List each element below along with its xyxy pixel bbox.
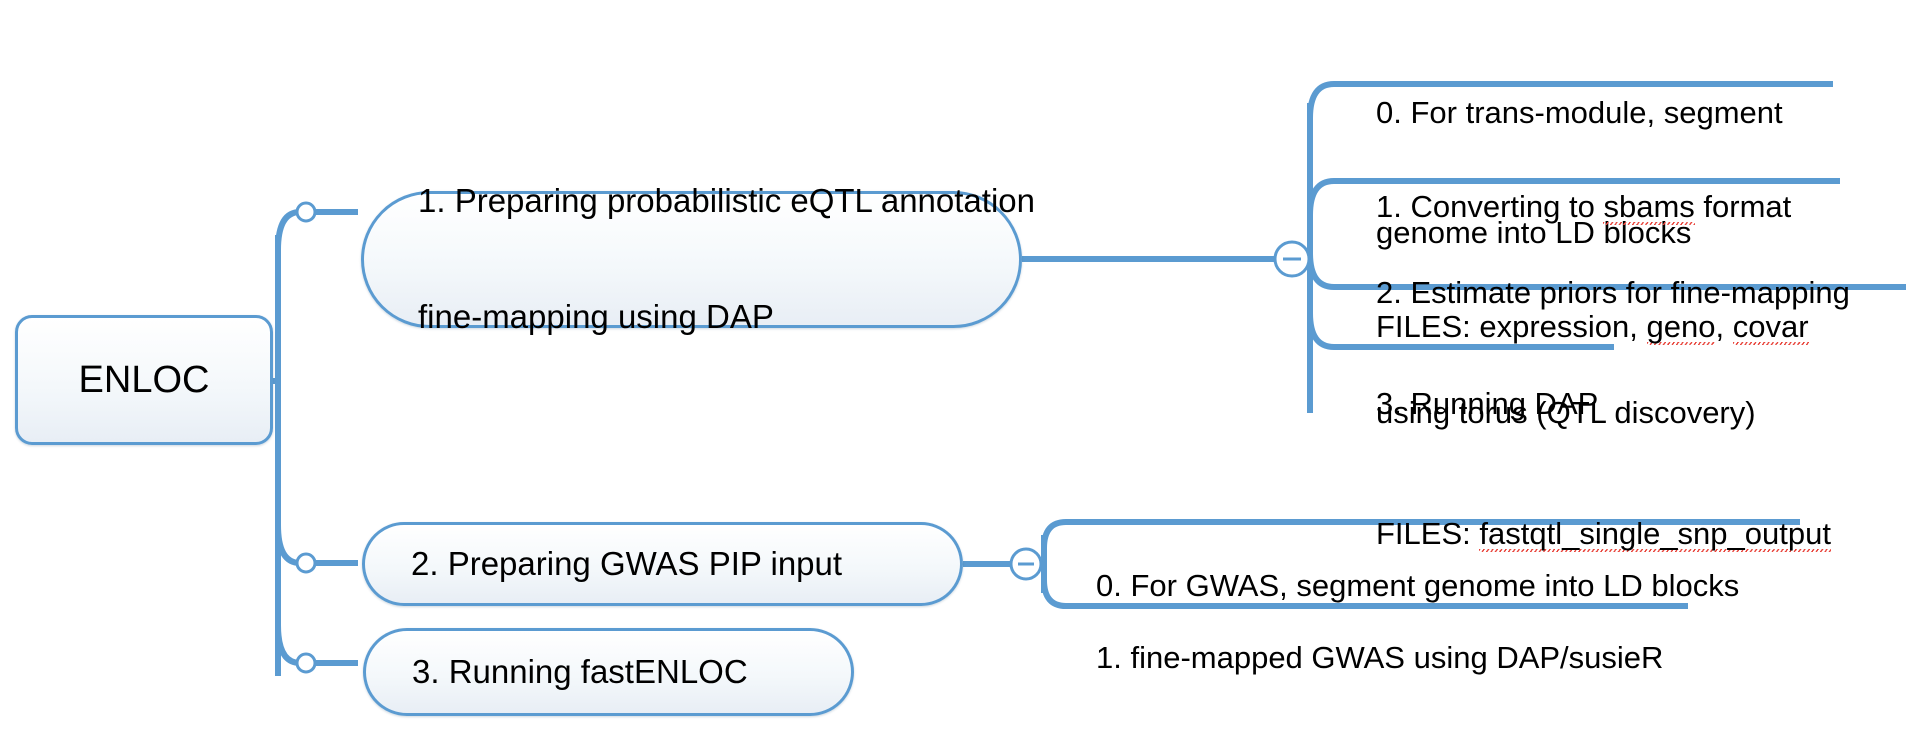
misspelled-word-geno: geno [1646,309,1716,347]
misspelled-word-sbams: sbams [1603,188,1695,226]
branch-node-1[interactable]: 1. Preparing probabilistic eQTL annotati… [361,182,1035,335]
leaf-branch-2-child-1-line-1: 1. fine-mapped GWAS using DAP/susieR [1096,639,1664,675]
branch-2-collapse-toggle-shape [1009,547,1043,581]
branch-node-1-label-line-2: fine-mapping using DAP [418,298,774,336]
trunk-to-branch-2 [275,524,358,566]
branch-1-toggle-circle[interactable] [1273,240,1311,278]
branch-node-3[interactable]: 3. Running fastENLOC [363,628,854,716]
leaf-branch-1-child-2-line-1: 2. Estimate priors for fine-mapping [1376,274,1850,310]
branch-node-1-label-line-1: 1. Preparing probabilistic eQTL annotati… [418,181,1035,219]
leaf-branch-1-child-0-line-1: 0. For trans-module, segment [1376,94,1783,130]
leaf-branch-2-child-1[interactable]: 1. fine-mapped GWAS using DAP/susieR [1096,557,1663,736]
trunk-to-branch-1 [275,209,358,251]
connector-dot-branch-2[interactable] [295,552,317,574]
branch-2-toggle-circle[interactable] [1009,547,1043,581]
branch-node-2-label: 2. Preparing GWAS PIP input [411,544,843,582]
leaf-branch-2-child-0[interactable]: 0. For GWAS, segment genome into LD bloc… [1096,485,1739,686]
root-node-label: ENLOC [78,358,210,401]
branch-node-1-label-block: 1. Preparing probabilistic eQTL annotati… [418,104,1035,416]
leaf-branch-1-child-0[interactable]: 0. For trans-module, segment genome into… [1376,12,1783,334]
connector-dot-branch-3[interactable] [295,652,317,674]
leaf-branch-1-child-2-line-3: FILES: fastqtl_single_snp_output [1376,516,1831,554]
leaf-branch-1-child-1[interactable]: 1. Converting to sbams format FILES: exp… [1376,106,1809,428]
leaf-branch-1-child-2-line-2: using torus (QTL discovery) [1376,395,1756,431]
leaf-branch-1-child-1-line-2: FILES: expression, geno, covar [1376,309,1809,347]
leaf-branch-1-child-0-line-2: genome into LD blocks [1376,215,1692,251]
branch-1-collapse-toggle-shape [1273,240,1311,278]
leaf-branch-1-child-3[interactable]: 3. Running DAP [1376,303,1598,504]
leaf-branch-2-child-0-line-1: 0. For GWAS, segment genome into LD bloc… [1096,567,1740,603]
connector-dot-branch-1[interactable] [295,201,317,223]
root-node[interactable]: ENLOC [15,315,273,445]
leaf-branch-1-child-3-line-1: 3. Running DAP [1376,385,1599,421]
trunk-to-branch-3 [275,624,358,666]
leaf-branch-1-child-2[interactable]: 2. Estimate priors for fine-mapping usin… [1376,192,1850,635]
branch-connector-dots [295,201,317,674]
branch-node-3-label: 3. Running fastENLOC [412,652,748,690]
branch-node-2[interactable]: 2. Preparing GWAS PIP input [362,522,963,606]
misspelled-word-covar: covar [1732,309,1809,347]
leaf-branch-1-child-1-line-1: 1. Converting to sbams format [1376,188,1792,226]
misspelled-word-fastqtl-single-snp-output: fastqtl_single_snp_output [1479,516,1831,554]
